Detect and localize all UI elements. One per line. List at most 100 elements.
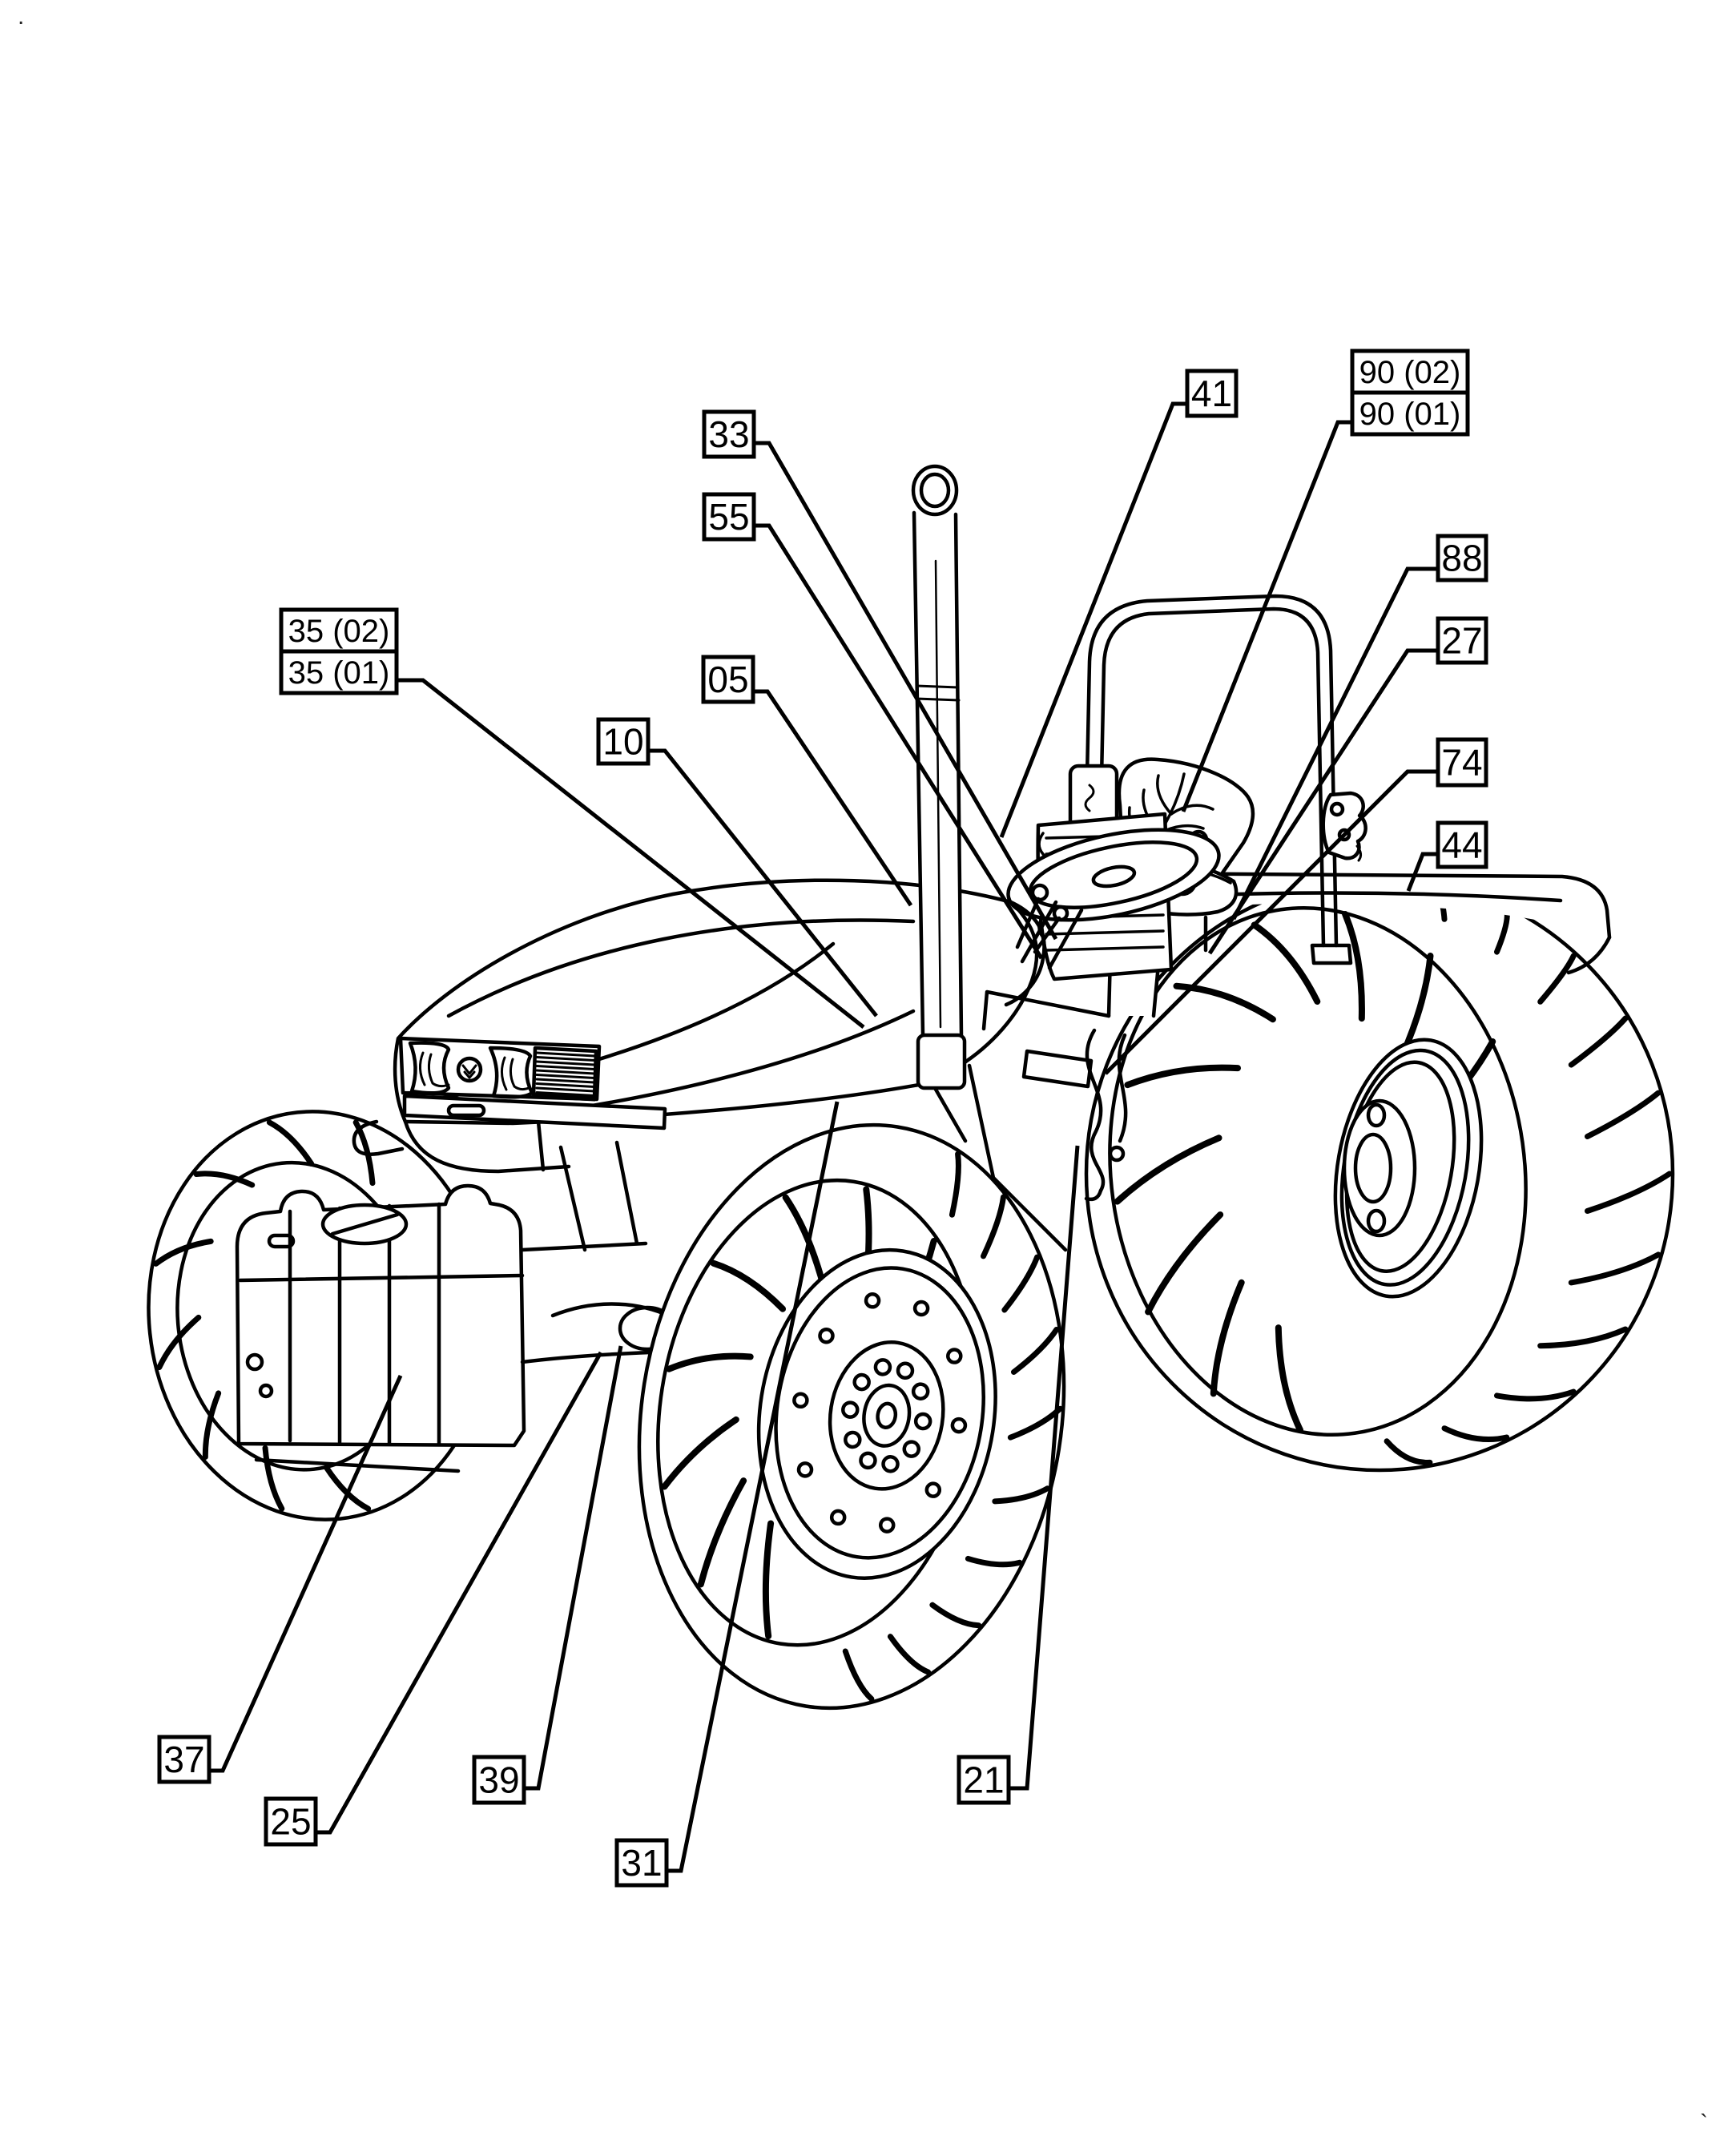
leader-line-33 <box>754 441 1058 941</box>
callout-74: 74 <box>1104 737 1488 1075</box>
callout-label-41: 41 <box>1191 373 1232 414</box>
rear-tread-bar <box>1568 1015 1629 1068</box>
callout-33: 33 <box>702 409 1058 941</box>
rear-wheel <box>1084 875 1675 1473</box>
grille-slat <box>535 1074 596 1079</box>
callout-label-25: 25 <box>270 1801 311 1843</box>
hood-rear-corner <box>929 1080 968 1143</box>
callout-box-10[interactable] <box>596 717 650 766</box>
front-hub-center <box>862 1383 912 1448</box>
callout-box-39[interactable] <box>472 1755 526 1805</box>
callout-35: 35 (02)35 (01) <box>279 607 865 1029</box>
callout-25: 25 <box>264 1351 603 1847</box>
front-hub-bolt <box>873 1358 892 1376</box>
step-plate <box>1021 1049 1094 1089</box>
leader-line-90 <box>1181 420 1352 812</box>
front-rim-bolt <box>792 1392 809 1409</box>
front-strut <box>558 1140 639 1252</box>
callout-label-55: 55 <box>708 496 749 538</box>
leader-line-27 <box>1207 648 1438 955</box>
callout-88: 88 <box>1231 534 1488 921</box>
callout-box-05[interactable] <box>701 655 755 704</box>
callout-box-55[interactable] <box>702 492 756 542</box>
grille-slat <box>535 1078 596 1084</box>
callout-21: 21 <box>957 1145 1080 1805</box>
callout-box-33[interactable] <box>702 409 756 459</box>
callout-27: 27 <box>1207 616 1488 955</box>
callout-label-35-row2: 35 (01) <box>288 655 390 691</box>
front-weight-stack <box>235 1183 526 1473</box>
grille-slat <box>535 1060 596 1066</box>
bumper-slot <box>446 1103 486 1118</box>
callout-box-37[interactable] <box>157 1735 211 1784</box>
far-wheel-lug <box>202 1390 222 1460</box>
callout-box-21[interactable] <box>957 1755 1011 1805</box>
front-chassis <box>520 1140 677 1364</box>
front-hub-bolt <box>844 1430 862 1449</box>
front-sidewall-lug <box>666 1352 754 1372</box>
front-rim-bolts <box>792 1292 968 1533</box>
rear-tread-bar <box>1441 1425 1510 1443</box>
callout-box-31[interactable] <box>614 1838 669 1888</box>
front-tread-bar <box>1010 1326 1060 1375</box>
rear-tread-bar <box>1494 1388 1577 1402</box>
seat-quilt-line <box>1170 804 1214 816</box>
callout-label-39: 39 <box>478 1759 519 1801</box>
gear-knob <box>1030 883 1049 902</box>
weights-outline <box>235 1183 526 1448</box>
front-hub <box>828 1340 945 1491</box>
callout-label-31: 31 <box>621 1842 662 1884</box>
callout-box-88[interactable] <box>1436 534 1488 582</box>
callout-39: 39 <box>472 1345 623 1805</box>
fender-body <box>1109 873 1609 1016</box>
grille-slat <box>535 1091 596 1097</box>
near-front-wheel <box>637 1122 1066 1711</box>
rear-tread-bar <box>1585 1171 1673 1214</box>
fender-rear-drop <box>1566 935 1612 975</box>
page-artifact-dot: . <box>18 3 25 30</box>
far-wheel-lug <box>193 1171 256 1188</box>
leader-line-39 <box>524 1345 623 1791</box>
rear-sidewall-lug <box>1342 911 1365 1022</box>
steering-tie-rod <box>550 1302 667 1318</box>
range-knob <box>1052 905 1069 922</box>
callout-box-44[interactable] <box>1436 820 1488 869</box>
rear-sidewall-lug <box>1173 982 1276 1023</box>
callout-box-74[interactable] <box>1436 737 1488 788</box>
exhaust-pipe-left <box>912 510 925 1038</box>
callout-box-27[interactable] <box>1436 616 1488 665</box>
front-sidewall-lug <box>697 1477 747 1588</box>
front-tread-bar <box>1001 1254 1041 1313</box>
callout-label-44: 44 <box>1441 824 1482 866</box>
brand-emblem <box>456 1056 483 1083</box>
far-wheel-lugs <box>153 1119 376 1512</box>
rear-sidewall-lug <box>1114 1134 1222 1205</box>
range-lever <box>1033 916 1061 954</box>
hood-valance <box>403 1119 571 1174</box>
callout-31: 31 <box>614 1101 840 1888</box>
callout-box-41[interactable] <box>1185 369 1239 418</box>
front-hub-bolt <box>841 1400 860 1419</box>
weight-lift-eye-slash <box>330 1212 400 1236</box>
front-sidewall-lug <box>710 1259 787 1312</box>
far-wheel-lug <box>266 1119 315 1167</box>
front-rim-bolt <box>878 1517 896 1533</box>
chassis-lower-rail <box>520 1350 653 1364</box>
rear-hub-dish <box>1342 1098 1417 1238</box>
rear-tread-bar <box>1568 1251 1661 1286</box>
tow-hook <box>352 1119 405 1156</box>
front-rim-bolt <box>818 1327 835 1344</box>
weight-bolt <box>245 1352 264 1372</box>
front-tread-bar <box>887 1634 932 1675</box>
hose-hook <box>1084 1188 1103 1202</box>
hydraulic-hose <box>1085 1028 1106 1193</box>
far-wheel-lug <box>262 1445 285 1512</box>
grille-slat <box>535 1082 596 1088</box>
rear-hitch-bracket <box>1321 791 1367 862</box>
front-rim-bolt <box>950 1417 968 1434</box>
steering-column <box>1020 900 1084 970</box>
front-rim-bolt <box>924 1481 942 1498</box>
seat-quilt-line <box>1156 774 1173 816</box>
callout-box-25[interactable] <box>264 1796 318 1847</box>
